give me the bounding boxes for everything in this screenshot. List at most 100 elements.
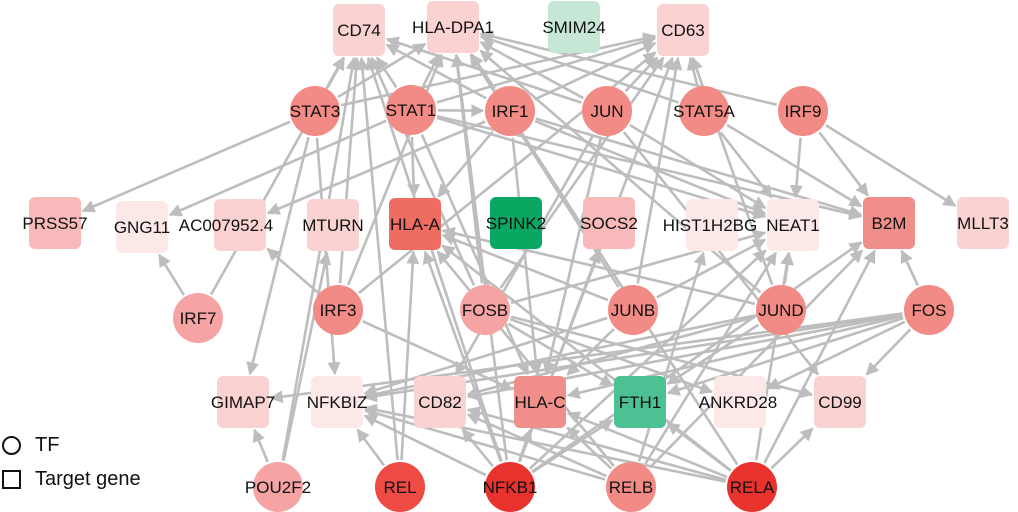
target-square (427, 1, 479, 53)
node-neat1[interactable]: NEAT1 (766, 199, 820, 251)
node-spink2[interactable]: SPINK2 (486, 197, 546, 249)
edge-nfkb1-to-cd74 (365, 56, 503, 462)
edge-jun-to-cd74 (385, 36, 582, 104)
target-square (116, 201, 168, 253)
node-nfkb1[interactable]: NFKB1 (483, 462, 538, 512)
node-ac007952-4[interactable]: AC007952.4 (179, 199, 274, 251)
legend-tf-label: TF (35, 433, 60, 456)
node-cd82[interactable]: CD82 (414, 376, 466, 428)
edge-jund-to-hla-dpa1 (479, 49, 762, 294)
node-cd63[interactable]: CD63 (657, 4, 709, 56)
node-hla-dpa1[interactable]: HLA-DPA1 (412, 1, 494, 53)
node-jun[interactable]: JUN (582, 86, 632, 136)
circle-icon (2, 435, 21, 455)
node-fos[interactable]: FOS (904, 285, 954, 335)
node-pou2f2[interactable]: POU2F2 (245, 462, 311, 512)
tf-circle (290, 86, 340, 136)
edge-jun-to-hla-dpa1 (479, 40, 584, 100)
node-label: CD63 (661, 21, 704, 40)
node-gimap7[interactable]: GIMAP7 (211, 376, 275, 428)
node-label: JUN (590, 102, 623, 121)
node-label: MLLT3 (957, 214, 1009, 233)
node-nfkbiz[interactable]: NFKBIZ (307, 376, 367, 428)
node-label: NEAT1 (766, 216, 820, 235)
edge-irf7-to-gng11 (157, 253, 185, 296)
node-label: PRSS57 (22, 214, 87, 233)
node-mllt3[interactable]: MLLT3 (957, 197, 1009, 249)
node-junb[interactable]: JUNB (608, 285, 658, 335)
tf-circle (386, 85, 436, 135)
node-label: SOCS2 (580, 214, 638, 233)
edge-junb-to-neat1 (656, 238, 767, 299)
node-stat3[interactable]: STAT3 (290, 86, 340, 136)
edge-fos-to-ankrd28 (766, 320, 906, 390)
node-label: MTURN (302, 216, 363, 235)
edge-nfkb1-to-cd82 (461, 428, 494, 467)
edge-nfkb1-to-hla-a (422, 250, 503, 463)
edge-jun-to-neat1 (629, 124, 767, 210)
tf-circle (756, 285, 806, 335)
node-label: CD82 (418, 393, 461, 412)
edge-stat1-to-hla-c (420, 134, 529, 376)
node-b2m[interactable]: B2M (863, 197, 915, 249)
node-irf3[interactable]: IRF3 (313, 285, 363, 335)
edge-rel-to-nfkbiz (356, 428, 385, 467)
node-cd74[interactable]: CD74 (333, 4, 385, 56)
node-irf1[interactable]: IRF1 (485, 86, 535, 136)
edge-stat3-to-prss57 (81, 120, 291, 213)
node-prss57[interactable]: PRSS57 (22, 197, 88, 249)
edge-irf1-to-neat1 (534, 119, 767, 216)
node-irf7[interactable]: IRF7 (173, 293, 223, 343)
node-rela[interactable]: RELA (727, 462, 777, 512)
node-label: AC007952.4 (179, 216, 274, 235)
target-square (686, 199, 738, 251)
node-label: JUND (758, 301, 803, 320)
node-mturn[interactable]: MTURN (302, 199, 364, 251)
node-ankrd28[interactable]: ANKRD28 (699, 376, 777, 428)
node-relb[interactable]: RELB (606, 462, 656, 512)
node-label: GNG11 (114, 218, 170, 237)
node-label: REL (383, 478, 416, 497)
edge-relb-to-nfkbiz (363, 407, 606, 481)
target-square (863, 197, 915, 249)
tf-circle (727, 462, 777, 512)
node-irf9[interactable]: IRF9 (778, 86, 828, 136)
node-label: JUNB (611, 301, 655, 320)
node-cd99[interactable]: CD99 (814, 376, 866, 428)
node-hla-a[interactable]: HLA-A (389, 198, 441, 250)
node-smim24[interactable]: SMIM24 (542, 1, 606, 53)
node-jund[interactable]: JUND (756, 285, 806, 335)
edge-fos-to-fth1 (666, 316, 904, 396)
node-label: HIST1H2BG (663, 216, 757, 235)
target-square (333, 4, 385, 56)
tf-circle (485, 86, 535, 136)
node-label: CD74 (337, 21, 380, 40)
edge-fosb-to-cd74 (370, 56, 476, 286)
tf-circle (173, 293, 223, 343)
target-square (614, 376, 666, 428)
node-label: STAT5A (673, 102, 735, 121)
node-label: FOSB (462, 301, 508, 320)
tf-circle (608, 285, 658, 335)
edge-pou2f2-to-mturn (282, 251, 332, 461)
node-stat5a[interactable]: STAT5A (673, 86, 736, 136)
target-square (414, 376, 466, 428)
node-rel[interactable]: REL (375, 462, 425, 512)
node-socs2[interactable]: SOCS2 (580, 197, 638, 249)
edge-pou2f2-to-cd74 (281, 56, 359, 461)
node-fosb[interactable]: FOSB (460, 285, 510, 335)
edge-fos-to-gimap7 (269, 312, 903, 404)
edge-irf3-to-hla-dpa1 (346, 53, 444, 286)
node-fth1[interactable]: FTH1 (614, 376, 666, 428)
edge-stat5a-to-hla-dpa1 (479, 33, 679, 104)
node-hla-c[interactable]: HLA-C (514, 376, 566, 428)
edge-rel-to-hla-a (400, 250, 420, 461)
node-label: NFKBIZ (307, 393, 367, 412)
node-hist1h2bg[interactable]: HIST1H2BG (663, 199, 757, 251)
node-stat1[interactable]: STAT1 (386, 85, 436, 135)
node-gng11[interactable]: GNG11 (114, 201, 170, 253)
node-label: ANKRD28 (699, 393, 777, 412)
tf-circle (253, 462, 303, 512)
node-label: STAT1 (386, 101, 436, 120)
